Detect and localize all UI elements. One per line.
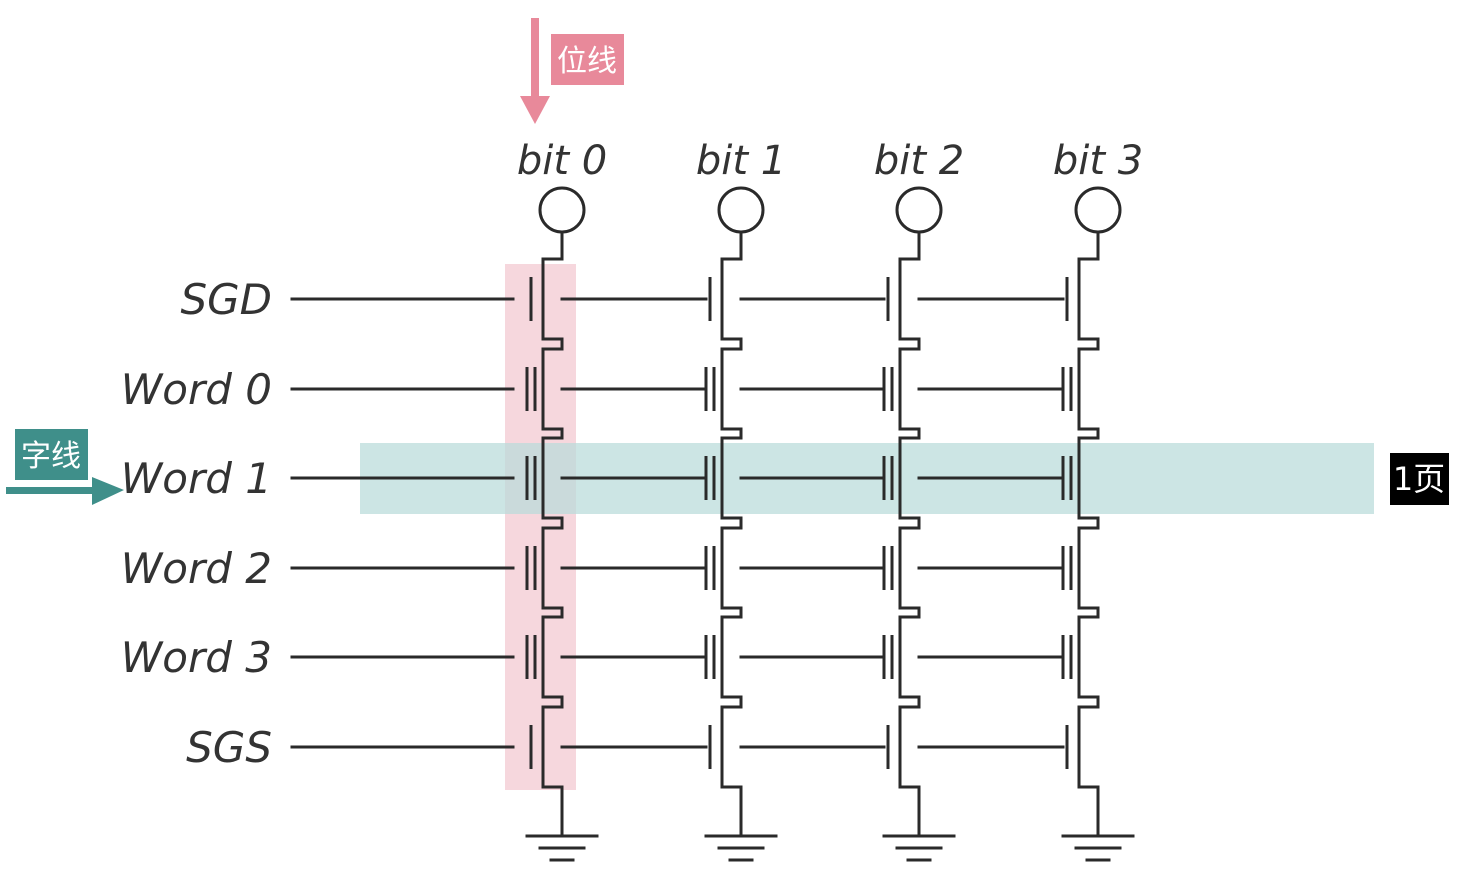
highlight-layer [360, 264, 1374, 790]
down-arrow-icon [520, 96, 550, 124]
wordline-tag-label: 字线 [21, 439, 81, 474]
bitline-terminal-0 [538, 186, 586, 234]
transistor-channel [898, 257, 921, 341]
bitline-terminal-2 [895, 186, 943, 234]
bitline-terminal-1 [717, 186, 765, 234]
transistor-channel [541, 615, 564, 699]
label-layer: bit 0 bit 1 bit 2 bit 3 SGD Word 0 Word 1 Word … [121, 138, 1143, 772]
transistor-channel [1077, 436, 1100, 520]
transistor-channel [1077, 705, 1100, 789]
transistor-channel [541, 526, 564, 610]
transistor-channel [898, 705, 921, 789]
row-label-3: Word 2 [121, 544, 272, 593]
bitline-label-0: bit 0 [517, 138, 607, 184]
transistor-channel [1077, 347, 1100, 431]
transistor-channel [720, 526, 743, 610]
row-label-5: SGS [186, 723, 272, 772]
transistor-channel [720, 257, 743, 341]
wiring-layer [290, 186, 1135, 862]
transistor-channel [720, 436, 743, 520]
bitline-tag-label: 位线 [557, 44, 617, 79]
transistor-channel [541, 436, 564, 520]
transistor-channel [898, 615, 921, 699]
page-badge [1390, 453, 1449, 505]
page-badge-label: 1页 [1393, 460, 1445, 498]
transistor-channel [1077, 615, 1100, 699]
transistor-channel [1077, 526, 1100, 610]
row-label-0: SGD [180, 275, 272, 324]
bitline-label-1: bit 1 [696, 138, 786, 184]
transistor-channel [1077, 257, 1100, 341]
wordline-arrow-shaft [6, 487, 96, 494]
bitline-label-2: bit 2 [874, 138, 964, 184]
right-arrow-icon [92, 477, 124, 505]
row-label-1: Word 0 [121, 365, 272, 414]
transistor-channel [541, 705, 564, 789]
transistor-channel [720, 347, 743, 431]
transistor-channel [898, 526, 921, 610]
transistor-channel [720, 705, 743, 789]
bitline-arrow-shaft [531, 18, 539, 98]
transistor-channel [898, 347, 921, 431]
row-label-2: Word 1 [121, 454, 272, 503]
transistor-channel [720, 615, 743, 699]
transistor-channel [898, 436, 921, 520]
transistor-channel [541, 347, 564, 431]
wordline-tag-box [15, 429, 88, 480]
transistor-channel [541, 257, 564, 341]
row-label-4: Word 3 [121, 633, 272, 682]
bitline-terminal-3 [1074, 186, 1122, 234]
bitline-tag-box [551, 34, 624, 85]
bitline-label-3: bit 3 [1053, 138, 1143, 184]
bitline-highlight-band [505, 264, 576, 790]
